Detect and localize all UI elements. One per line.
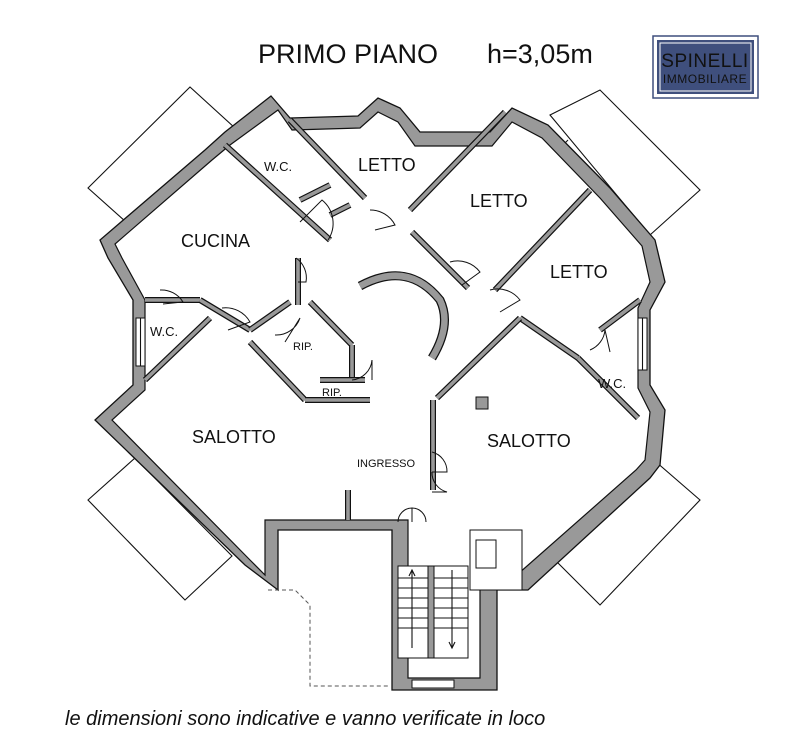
logo-name: SPINELLI: [661, 51, 748, 72]
door-swings: [159, 199, 611, 523]
dimensions-disclaimer: le dimensioni sono indicative e vanno ve…: [65, 708, 545, 730]
room-label-rip-lower: RIP.: [322, 387, 342, 399]
terrace-outline: [268, 589, 390, 687]
ceiling-height: h=3,05m: [487, 39, 593, 69]
room-label-letto-top: LETTO: [358, 155, 416, 175]
room-label-rip-upper: RIP.: [293, 341, 313, 353]
stair-steps: [398, 577, 468, 629]
column-pillar: [475, 396, 489, 410]
building-shell: [94, 95, 666, 691]
room-label-wc-left: W.C.: [150, 324, 178, 339]
plan-title: PRIMO PIANO: [258, 39, 438, 69]
partitions: [142, 109, 642, 520]
logo-background: [657, 40, 754, 94]
windows: [135, 317, 648, 689]
room-label-wc-right: W.C.: [598, 376, 626, 391]
central-curved-wall: [357, 271, 489, 410]
room-label-wc-top: W.C.: [264, 159, 292, 174]
logo-subtitle: IMMOBILIARE: [663, 72, 747, 86]
staircase: [397, 529, 523, 659]
room-labels: W.C. LETTO LETTO LETTO CUCINA W.C. RIP. …: [150, 155, 626, 470]
room-label-cucina: CUCINA: [181, 231, 250, 251]
balcony-bottom-left: [87, 457, 233, 601]
room-label-letto-right: LETTO: [550, 262, 608, 282]
company-logo: SPINELLI IMMOBILIARE: [652, 35, 759, 99]
room-label-letto-mid: LETTO: [470, 191, 528, 211]
room-label-ingresso: INGRESSO: [357, 458, 416, 470]
room-label-salotto-left: SALOTTO: [192, 427, 276, 447]
room-label-salotto-right: SALOTTO: [487, 431, 571, 451]
